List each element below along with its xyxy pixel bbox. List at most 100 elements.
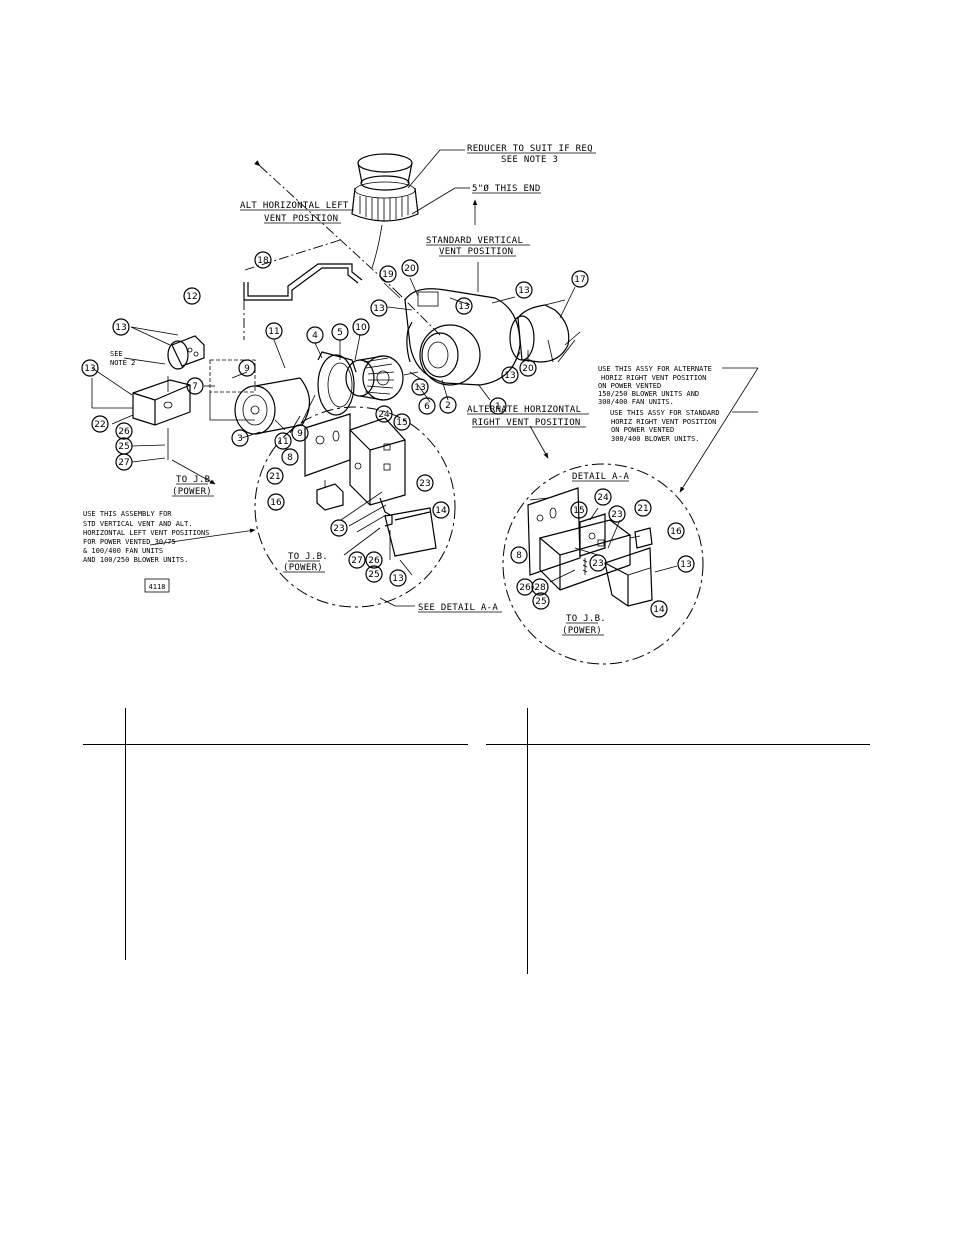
callout-14a: 14 [432,501,450,519]
callout-22: 22 [91,415,109,433]
svg-text:(POWER): (POWER) [283,563,323,573]
svg-text:SEE DETAIL A-A: SEE DETAIL A-A [418,603,498,613]
label-to-jb-detail: TO J.B. (POWER) [562,614,606,636]
callout-27a: 27 [115,453,133,471]
svg-text:STD VERTICAL VENT AND ALT.: STD VERTICAL VENT AND ALT. [83,520,193,528]
callout-24a: 24 [375,405,393,423]
callout-23a: 23 [416,474,434,492]
svg-text:20: 20 [404,264,416,274]
svg-text:26: 26 [368,556,380,566]
svg-text:15: 15 [573,506,584,516]
svg-text:SEE: SEE [110,350,123,358]
junction-box-left [132,376,191,426]
svg-text:13: 13 [373,304,384,314]
callout-16b: 16 [667,522,685,540]
svg-text:STANDARD VERTICAL: STANDARD VERTICAL [426,236,523,246]
svg-text:24: 24 [378,410,390,420]
svg-text:26: 26 [519,583,531,593]
svg-text:13: 13 [115,323,126,333]
svg-text:NOTE 2: NOTE 2 [110,359,135,367]
svg-text:ALTERNATE HORIZONTAL: ALTERNATE HORIZONTAL [467,405,581,415]
svg-text:AND 100/250 BLOWER UNITS.: AND 100/250 BLOWER UNITS. [83,556,188,564]
svg-text:7: 7 [192,382,198,392]
svg-text:19: 19 [382,270,394,280]
svg-text:TO J.B.: TO J.B. [288,552,328,562]
svg-text:SEE NOTE 3: SEE NOTE 3 [501,155,558,165]
svg-text:13: 13 [504,371,515,381]
svg-text:21: 21 [637,504,648,514]
callout-13c: 13 [370,299,388,317]
callout-17: 17 [571,270,589,288]
svg-text:USE THIS ASSEMBLY FOR: USE THIS ASSEMBLY FOR [83,510,172,518]
callout-13f: 13 [411,378,429,396]
table-right-column-rule [527,708,528,974]
svg-text:16: 16 [670,527,682,537]
svg-text:DETAIL A-A: DETAIL A-A [572,472,629,482]
callout-20b: 20 [519,359,537,377]
svg-text:1: 1 [495,402,501,412]
callout-13a: 13 [112,318,130,336]
callout-4: 4 [306,326,324,344]
svg-text:13: 13 [84,364,95,374]
callout-7: 7 [186,377,204,395]
svg-text:12: 12 [186,292,197,302]
svg-text:15: 15 [396,418,407,428]
svg-text:14: 14 [653,605,665,615]
table-left-column-rule [125,708,126,960]
svg-text:VENT POSITION: VENT POSITION [439,247,513,257]
callout-25c: 25 [532,592,550,610]
svg-text:300/400 FAN UNITS.: 300/400 FAN UNITS. [598,398,674,406]
svg-text:25: 25 [118,442,129,452]
svg-text:TO J.B.: TO J.B. [176,475,216,485]
exploded-parts-diagram: 1 2 3 4 5 6 7 8 8 9 9 10 11 11 12 13 13 … [81,144,759,665]
label-end-size: 5"Ø THIS END [472,183,541,194]
callout-23d: 23 [589,554,607,572]
note-assembly-standard: USE THIS ASSEMBLY FOR STD VERTICAL VENT … [83,510,209,564]
svg-text:11: 11 [268,327,279,337]
callout-2: 2 [439,396,457,414]
svg-text:5"Ø THIS END: 5"Ø THIS END [472,183,541,194]
svg-text:8: 8 [287,453,293,463]
svg-text:HORIZ RIGHT VENT POSITION: HORIZ RIGHT VENT POSITION [601,374,706,382]
outlet-cover [509,299,581,363]
svg-text:300/400 BLOWER UNITS.: 300/400 BLOWER UNITS. [611,435,700,443]
table-left-header-rule [83,744,468,745]
callout-13d: 13 [455,297,473,315]
svg-text:ON POWER VENTED: ON POWER VENTED [611,426,674,434]
label-see-detail: SEE DETAIL A-A [418,603,502,613]
svg-text:(POWER): (POWER) [172,487,212,497]
label-reducer: REDUCER TO SUIT IF REQ SEE NOTE 3 [467,144,596,165]
svg-text:21: 21 [269,472,280,482]
svg-text:2: 2 [445,401,451,411]
svg-text:23: 23 [592,559,603,569]
callout-20a: 20 [401,259,419,277]
callout-28: 28 [531,578,549,596]
svg-text:4: 4 [312,331,318,341]
svg-text:18: 18 [257,256,269,266]
callout-9a: 9 [238,359,256,377]
callout-16a: 16 [267,493,285,511]
svg-text:13: 13 [458,302,469,312]
svg-text:& 100/400 FAN UNITS: & 100/400 FAN UNITS [83,547,163,555]
svg-text:HORIZ RIGHT VENT POSITION: HORIZ RIGHT VENT POSITION [611,418,716,426]
svg-text:(POWER): (POWER) [562,626,602,636]
svg-text:6: 6 [424,402,430,412]
callout-18: 18 [254,251,272,269]
callout-9b: 9 [291,424,309,442]
callout-23b: 23 [330,519,348,537]
callout-10: 10 [352,318,370,336]
svg-text:20: 20 [522,364,534,374]
svg-text:13: 13 [518,286,529,296]
svg-text:4118: 4118 [149,583,166,591]
svg-text:10: 10 [355,323,367,333]
callout-15a: 15 [393,413,411,431]
svg-text:13: 13 [680,560,691,570]
callout-12: 12 [183,287,201,305]
svg-text:26: 26 [118,427,130,437]
callout-25a: 25 [115,437,133,455]
callout-13e: 13 [515,281,533,299]
callout-26c: 26 [516,578,534,596]
callout-23c: 23 [608,505,626,523]
svg-text:150/250 BLOWER UNITS AND: 150/250 BLOWER UNITS AND [598,390,699,398]
callout-26b: 26 [365,551,383,569]
